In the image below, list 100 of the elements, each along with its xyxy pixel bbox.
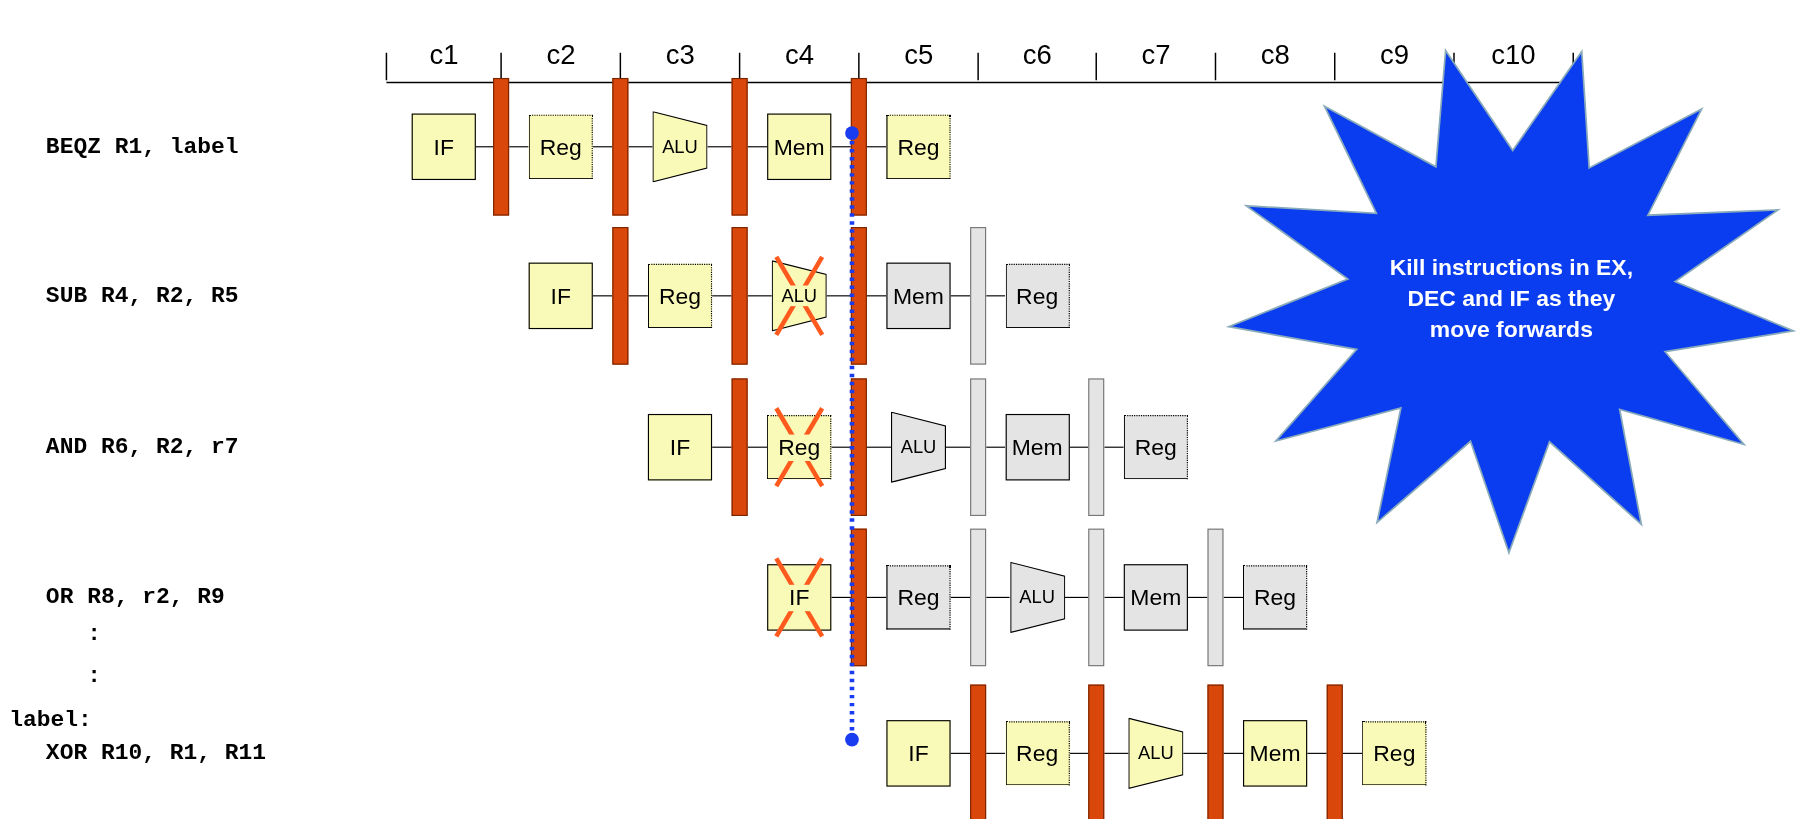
pipeline-register-bar xyxy=(1088,378,1105,516)
cycle-label: c2 xyxy=(546,40,576,70)
pipeline-register-bar xyxy=(1088,684,1105,819)
alu-stage: ALU xyxy=(1128,717,1184,789)
wire xyxy=(950,596,971,598)
wire xyxy=(1103,752,1129,754)
wire xyxy=(985,752,1006,754)
wire xyxy=(866,146,887,148)
wire xyxy=(985,596,1011,598)
cycle-label: c8 xyxy=(1260,40,1290,70)
cycle-label: c10 xyxy=(1491,40,1536,70)
cycle-label: c5 xyxy=(904,40,934,70)
wire xyxy=(1222,752,1244,754)
pipeline-register-bar xyxy=(731,77,748,216)
stage-box: Mem xyxy=(767,113,832,181)
ellipsis-text: : xyxy=(87,661,101,692)
pipeline-register-bar xyxy=(850,227,867,365)
stage-box: Reg xyxy=(767,415,832,480)
wire xyxy=(866,446,892,448)
pipeline-register-bar xyxy=(1326,684,1343,819)
cycle-label: c6 xyxy=(1022,40,1052,70)
stage-box: IF xyxy=(411,113,476,181)
instruction-text: AND R6, R2, r7 xyxy=(45,432,239,462)
alu-stage: ALU xyxy=(890,411,946,483)
stage-box: IF xyxy=(886,720,951,787)
wire xyxy=(950,295,971,297)
wire xyxy=(985,295,1006,297)
wire xyxy=(985,446,1006,448)
wire xyxy=(592,295,613,297)
wire xyxy=(711,295,733,297)
stage-box: Reg xyxy=(1005,721,1070,786)
wire xyxy=(747,446,768,448)
wire xyxy=(830,446,852,448)
alu-stage: ALU xyxy=(652,111,708,183)
stage-box: Reg xyxy=(1362,721,1427,786)
stage-box: IF xyxy=(528,262,593,330)
stage-box: Mem xyxy=(1243,720,1308,787)
cycle-label: c7 xyxy=(1141,40,1171,70)
stage-box: Mem xyxy=(1123,564,1188,631)
wire xyxy=(866,295,887,297)
wire xyxy=(826,295,852,297)
wire xyxy=(747,295,773,297)
wire xyxy=(508,146,530,148)
stage-box: IF xyxy=(647,413,713,481)
wire xyxy=(1222,596,1244,598)
pipeline-register-bar xyxy=(970,378,987,516)
cycle-label: c9 xyxy=(1380,40,1410,70)
instruction-text: XOR R10, R1, R11 xyxy=(45,738,267,768)
wire xyxy=(627,295,649,297)
stage-box: Reg xyxy=(1123,415,1188,480)
stage-box: Reg xyxy=(1005,263,1070,328)
wire xyxy=(592,146,613,148)
wire xyxy=(1103,596,1125,598)
wire xyxy=(711,446,733,448)
alu-stage: ALU xyxy=(1009,561,1065,633)
wire xyxy=(1064,596,1089,598)
wire xyxy=(1306,752,1328,754)
label-text: label: xyxy=(9,705,92,735)
pipeline-register-bar xyxy=(493,77,510,216)
instruction-text: OR R8, r2, R9 xyxy=(45,582,225,613)
cycle-label: c4 xyxy=(784,40,814,70)
wire xyxy=(866,596,887,598)
stage-box: Reg xyxy=(886,565,951,630)
pipeline-register-bar xyxy=(1207,684,1224,819)
stage-box: Reg xyxy=(1243,565,1308,630)
cycle-label: c1 xyxy=(429,40,459,70)
alu-stage: ALU xyxy=(771,260,827,332)
wire xyxy=(627,146,654,148)
wire xyxy=(1342,752,1363,754)
wire xyxy=(830,596,852,598)
stage-box: Reg xyxy=(528,114,593,179)
instruction-text: SUB R4, R2, R5 xyxy=(45,281,239,311)
wire xyxy=(706,146,733,148)
wire xyxy=(1103,446,1125,448)
pipeline-register-bar xyxy=(731,227,748,365)
wire xyxy=(475,146,494,148)
stage-box: Mem xyxy=(886,262,951,330)
wire xyxy=(1068,752,1089,754)
wire xyxy=(950,752,971,754)
wire xyxy=(1187,596,1209,598)
pipeline-register-bar xyxy=(970,528,987,667)
pipeline-register-bar xyxy=(850,528,867,667)
wire xyxy=(945,446,971,448)
pipeline-register-bar xyxy=(731,378,748,516)
stage-box: Mem xyxy=(1005,413,1070,481)
pipeline-register-bar xyxy=(970,684,987,819)
pipeline-register-bar xyxy=(970,227,987,365)
wire xyxy=(830,146,852,148)
ellipsis-text: : xyxy=(87,619,101,649)
stage-box: Reg xyxy=(886,114,951,179)
cycle-label: c3 xyxy=(665,40,695,70)
wire xyxy=(1068,446,1089,448)
pipeline-register-bar xyxy=(1207,528,1224,667)
pipeline-register-bar xyxy=(612,227,629,365)
wire xyxy=(1182,752,1209,754)
instruction-text: BEQZ R1, label xyxy=(45,132,239,162)
stage-box: IF xyxy=(767,564,832,631)
pipeline-register-bar xyxy=(612,77,629,216)
stage-box: Reg xyxy=(647,263,713,328)
wire xyxy=(747,146,768,148)
